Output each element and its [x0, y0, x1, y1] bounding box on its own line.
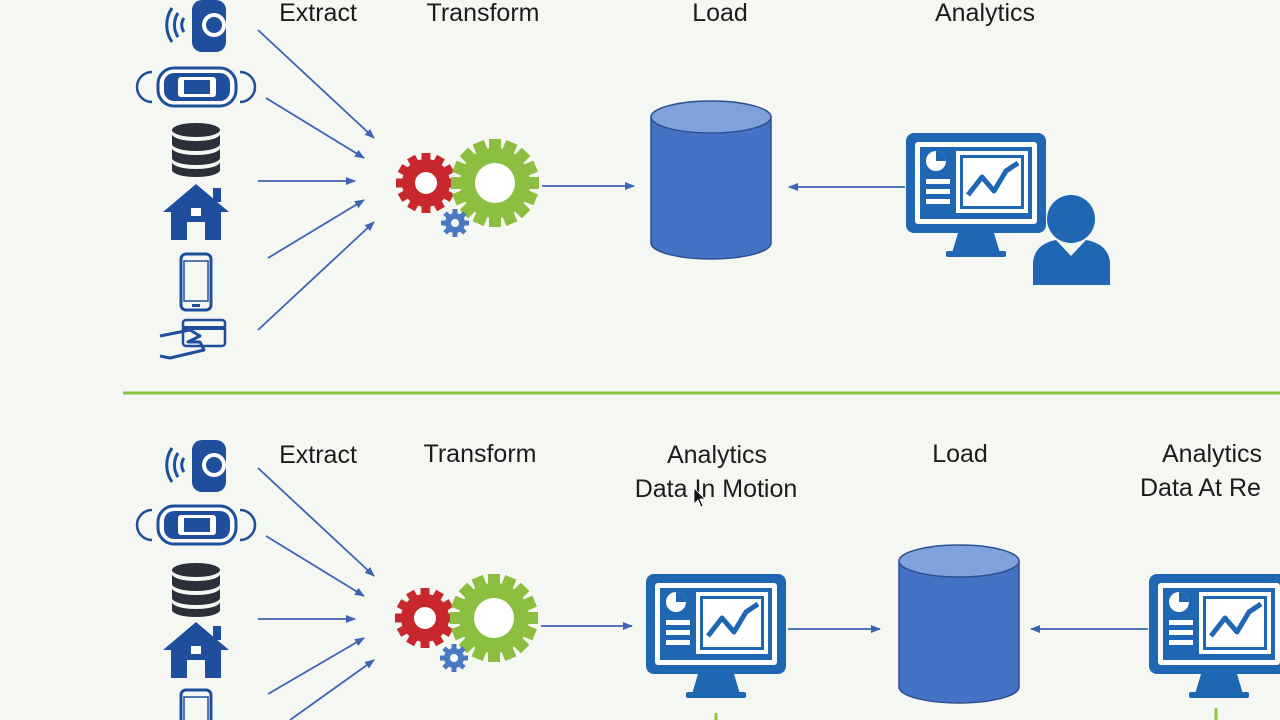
analytics-monitor-icon	[1149, 574, 1280, 698]
bottom-extract-label: Extract	[279, 441, 357, 469]
bottom-load-label: Load	[932, 440, 988, 468]
user-icon	[1033, 195, 1110, 285]
database-cylinder-icon	[898, 544, 1020, 704]
bottom-analytics-label: Analytics	[666, 441, 768, 469]
database-cylinder-icon	[650, 100, 772, 260]
connected-car-icon	[135, 66, 257, 108]
top-extract-label: Extract	[279, 0, 357, 27]
database-icon	[172, 563, 220, 617]
gears-icon	[395, 574, 538, 672]
connected-car-icon	[135, 504, 257, 546]
bottom-sources	[135, 438, 257, 720]
analytics-monitor-icon	[906, 133, 1046, 257]
analytics-monitor-icon	[646, 574, 786, 698]
gears-icon	[396, 139, 539, 237]
sensor-watch-icon	[165, 438, 228, 494]
card-payment-icon	[159, 318, 227, 360]
top-sources	[135, 0, 257, 360]
smartphone-icon	[179, 688, 213, 720]
bottom-transform-label: Transform	[423, 440, 537, 468]
sensor-watch-icon	[165, 0, 228, 54]
top-load-label: Load	[692, 0, 748, 27]
home-icon	[163, 184, 229, 240]
top-transform-label: Transform	[426, 0, 540, 27]
cursor-icon	[693, 487, 706, 508]
top-analytics-label: Analytics	[934, 0, 1036, 27]
top-extract-arrows	[257, 29, 375, 331]
smartphone-icon	[179, 252, 213, 312]
home-icon	[163, 622, 229, 678]
data-in-motion-label: Data In Motion	[634, 475, 798, 503]
data-at-rest-label: Data At Re	[1140, 474, 1261, 502]
bottom-analytics-right-label: Analytics	[1162, 440, 1263, 468]
database-icon	[172, 123, 220, 177]
bottom-extract-arrows	[257, 467, 375, 720]
